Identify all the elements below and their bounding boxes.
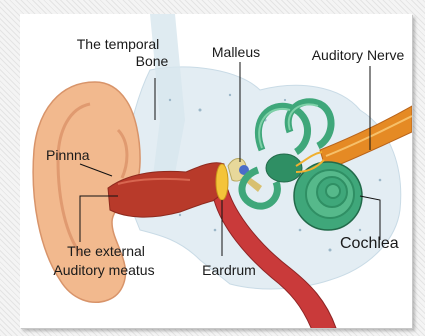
label-malleus: Malleus: [212, 44, 260, 60]
label-cochlea: Cochlea: [340, 235, 399, 252]
label-external-meatus-line2: Auditory meatus: [53, 262, 154, 278]
label-temporal-bone-line1: The temporal: [77, 36, 159, 52]
label-external-meatus-line1: The external: [67, 243, 145, 259]
eardrum: [216, 164, 228, 200]
label-temporal-bone-line2: Bone: [136, 53, 169, 69]
vestibule: [266, 154, 302, 182]
label-eardrum: Eardrum: [202, 262, 256, 278]
label-pinna: Pinnna: [46, 147, 90, 163]
cochlea-shape: [294, 162, 362, 230]
label-auditory-nerve: Auditory Nerve: [312, 47, 405, 63]
